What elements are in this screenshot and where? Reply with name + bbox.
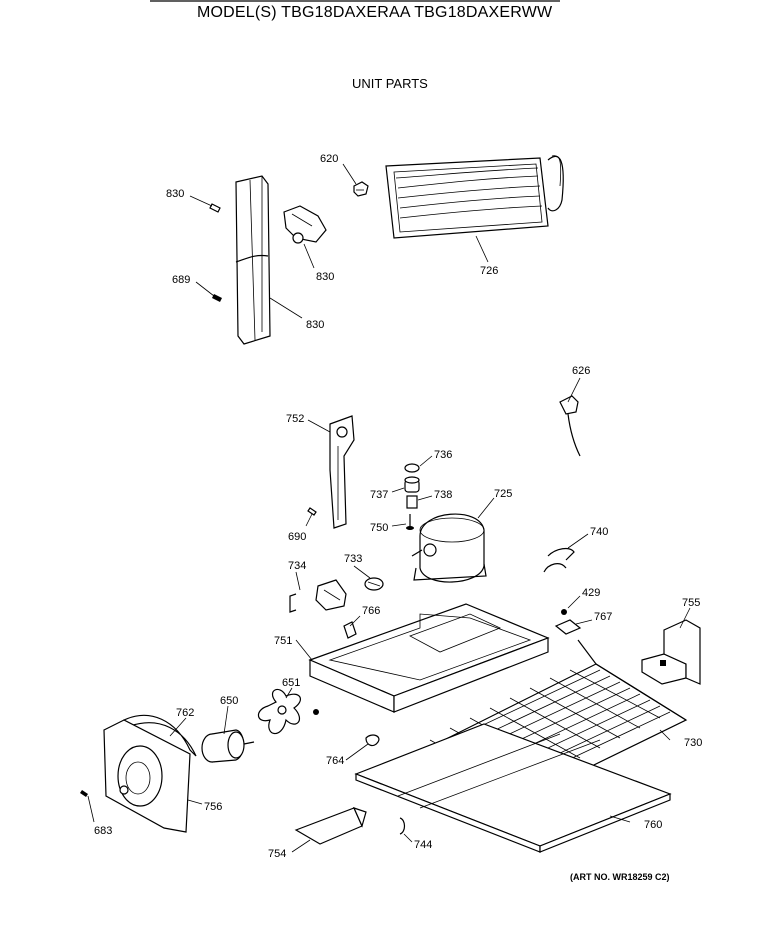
- part-740-drawing: [543, 547, 575, 573]
- bracket-830-drawing: [283, 205, 327, 244]
- shroud-762-drawing: [122, 714, 197, 757]
- callout-683: 683: [94, 825, 112, 837]
- callout-766: 766: [362, 605, 380, 617]
- callout-626: 626: [572, 365, 590, 377]
- callout-738: 738: [434, 489, 452, 501]
- nut-651-drawing: [313, 709, 319, 715]
- part-626-drawing: [559, 395, 581, 457]
- screw-690-drawing: [307, 507, 317, 516]
- callout-762: 762: [176, 707, 194, 719]
- callout-744: 744: [414, 839, 432, 851]
- sleeve-738-drawing: [406, 495, 418, 509]
- callout-737: 737: [370, 489, 388, 501]
- callout-751: 751: [274, 635, 292, 647]
- callout-429: 429: [582, 587, 600, 599]
- callout-labels: 830 620 830 689 726 830 626 752 736 737 …: [94, 153, 702, 860]
- part-754-drawing: [294, 807, 367, 845]
- callout-830: 830: [166, 188, 184, 200]
- channel-830-drawing: [235, 175, 271, 345]
- callout-764: 764: [326, 755, 344, 767]
- clip-744-drawing: [399, 817, 406, 835]
- callout-830: 830: [316, 271, 334, 283]
- part-620-drawing: [353, 181, 369, 197]
- callout-755: 755: [682, 597, 700, 609]
- callout-651: 651: [282, 677, 300, 689]
- callout-689: 689: [172, 274, 190, 286]
- tray-751-drawing: [308, 603, 550, 713]
- grommet-736-drawing: [404, 463, 420, 473]
- screw-429-drawing: [561, 609, 567, 615]
- callout-740: 740: [590, 526, 608, 538]
- callout-750: 750: [370, 522, 388, 534]
- callout-760: 760: [644, 819, 662, 831]
- callout-726: 726: [480, 265, 498, 277]
- grommet-737-drawing: [404, 476, 420, 493]
- overload-733-drawing: [364, 577, 384, 591]
- callout-752: 752: [286, 413, 304, 425]
- callout-736: 736: [434, 449, 452, 461]
- relay-734-drawing: [315, 579, 347, 611]
- compressor-725-drawing: [411, 513, 487, 583]
- condenser-726-drawing: [385, 155, 564, 239]
- callout-754: 754: [268, 848, 286, 860]
- section-title: UNIT PARTS: [352, 76, 428, 91]
- callout-650: 650: [220, 695, 238, 707]
- bracket-755-drawing: [641, 619, 701, 685]
- callout-767: 767: [594, 611, 612, 623]
- pan-760-drawing: [354, 723, 672, 853]
- bracket-767-drawing: [554, 619, 582, 635]
- callout-830: 830: [306, 319, 324, 331]
- part-766-drawing: [343, 621, 357, 639]
- callout-733: 733: [344, 553, 362, 565]
- screw-830-drawing: [209, 203, 221, 213]
- shroud-756-drawing: [103, 719, 191, 833]
- bolt-750-drawing: [406, 514, 414, 530]
- leader-lines: [87, 163, 691, 853]
- bracket-752-drawing: [329, 415, 355, 529]
- model-title: MODEL(S) TBG18DAXERAA TBG18DAXERWW: [197, 4, 553, 21]
- callout-734: 734: [288, 560, 306, 572]
- callout-730: 730: [684, 737, 702, 749]
- fan-blade-651-drawing: [257, 688, 302, 735]
- callout-725: 725: [494, 488, 512, 500]
- callout-690: 690: [288, 531, 306, 543]
- clip-734-drawing: [289, 593, 297, 613]
- screw-683-drawing: [80, 790, 88, 797]
- art-number: (ART NO. WR18259 C2): [570, 872, 670, 882]
- callout-756: 756: [204, 801, 222, 813]
- screw-689-drawing: [212, 294, 222, 302]
- fan-motor-650-drawing: [201, 729, 255, 763]
- part-764-drawing: [365, 734, 380, 747]
- callout-620: 620: [320, 153, 338, 165]
